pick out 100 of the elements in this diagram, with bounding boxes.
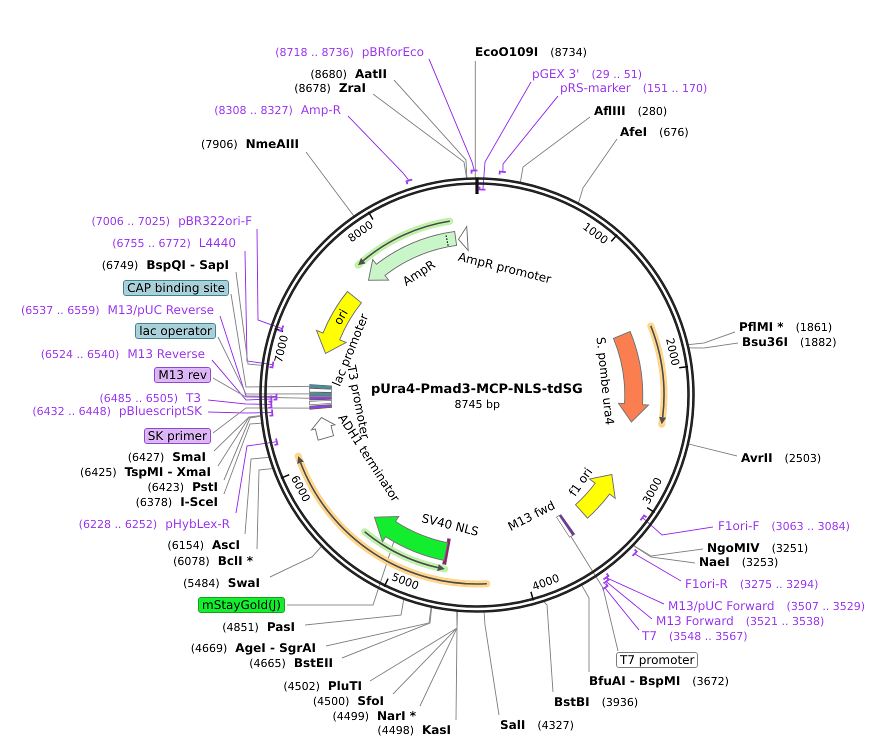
- leader-line: [218, 415, 261, 466]
- enzyme-name: AflIII: [594, 104, 626, 118]
- leader-line: [578, 138, 618, 204]
- position-label: (6537 .. 6559): [20, 304, 100, 318]
- primer-name: Amp-R: [300, 103, 341, 117]
- leader-line: [230, 294, 310, 388]
- leader-line: [244, 250, 274, 366]
- leader-line: [212, 378, 310, 399]
- leader-line: [502, 96, 558, 172]
- position-label: (6485 .. 6505): [99, 392, 178, 406]
- position-label: (3936): [602, 696, 638, 710]
- enzyme-name: NaeI: [699, 555, 730, 569]
- enzyme-name: NgoMIV: [707, 541, 760, 555]
- leader-line: [372, 94, 468, 178]
- position-label: (6427): [128, 451, 164, 465]
- leader-line: [474, 60, 476, 178]
- feature-tag: SK primer: [144, 428, 211, 444]
- enzyme-name: EcoO109I: [475, 45, 538, 59]
- enzyme-name: BfuAI - BspMI: [589, 674, 680, 688]
- enzyme-name: AscI: [212, 538, 240, 552]
- leader-line: [642, 517, 714, 536]
- leader-line: [304, 599, 404, 626]
- leader-line: [633, 545, 704, 557]
- position-label: (4498): [377, 724, 414, 738]
- position-label: (3521 .. 3538): [746, 615, 824, 629]
- position-label: (8734): [550, 46, 587, 60]
- enzyme-name: SwaI: [228, 576, 260, 590]
- primer-name: pBRforEco: [362, 45, 424, 59]
- tick-label: 2000: [663, 336, 682, 367]
- position-label: (4499): [332, 710, 370, 724]
- enzyme-name: PstI: [192, 480, 218, 494]
- position-label: (151 .. 170): [642, 82, 708, 96]
- primer-name: pGEX 3': [532, 67, 580, 81]
- enzyme-name: ZraI: [338, 81, 366, 95]
- feature-tag: CAP binding site: [123, 280, 229, 296]
- primer-name: pBluescriptSK: [118, 404, 202, 418]
- position-label: (6078): [173, 555, 210, 569]
- position-label: (8718 .. 8736): [275, 46, 354, 60]
- position-label: (4851): [222, 621, 259, 635]
- position-label: (6749): [102, 259, 138, 273]
- position-label: (29 .. 51): [591, 68, 642, 82]
- primer-name: M13/pUC Reverse: [108, 303, 214, 317]
- leader-line: [244, 456, 270, 534]
- leader-line: [456, 611, 458, 720]
- tick-label: 3000: [640, 476, 665, 506]
- enzyme-name: Bsu36I: [742, 335, 788, 349]
- leader-line: [214, 415, 261, 452]
- feature-label: f1 ori: [565, 465, 595, 499]
- leader-line: [208, 412, 272, 414]
- tick-label: 4000: [530, 572, 562, 594]
- position-label: (3253): [742, 556, 778, 570]
- plasmid-length: 8745 bp: [454, 398, 500, 412]
- enzyme-name: AgeI - SgrAI: [235, 641, 316, 655]
- leader-line: [688, 332, 736, 346]
- leader-line: [484, 612, 500, 716]
- leader-line: [236, 272, 262, 366]
- position-label: (6154): [167, 539, 204, 553]
- enzyme-name: AatII: [354, 67, 387, 81]
- enzyme-name: KasI: [422, 723, 451, 737]
- primer-name: M13/pUC Forward: [668, 599, 775, 613]
- position-label: (280): [638, 105, 668, 119]
- enzyme-name: SfoI: [357, 694, 384, 708]
- leader-line: [224, 422, 262, 494]
- leader-line: [606, 581, 652, 620]
- leader-line: [306, 152, 354, 216]
- leader-line: [212, 360, 272, 400]
- primer-name: F1ori-R: [685, 577, 728, 591]
- leader-line: [212, 408, 310, 434]
- feature-tag: lac operator: [135, 323, 216, 339]
- primer-name: pRS-marker: [560, 81, 631, 95]
- position-label: (6524 .. 6540): [40, 348, 120, 362]
- enzyme-name: PflMI *: [739, 320, 784, 334]
- position-label: (6378): [136, 496, 172, 510]
- feature-label: M13 fwd: [506, 498, 558, 534]
- primer-name: pBR322ori-F: [178, 214, 252, 228]
- leader-line: [604, 587, 640, 630]
- enzyme-name: BstEII: [294, 656, 333, 670]
- leader-line: [236, 441, 277, 514]
- enzyme-name: NarI *: [377, 709, 416, 723]
- position-label: (4500): [312, 695, 350, 709]
- enzyme-name: TspMI - XmaI: [124, 465, 211, 479]
- position-label: (4502): [283, 680, 320, 694]
- position-label: (8680): [310, 68, 347, 82]
- primer-name: T3: [186, 391, 201, 405]
- feature-tag: mStayGold(J): [198, 597, 285, 613]
- tick-label: 5000: [390, 571, 421, 592]
- feature-tag: T7 promoter: [616, 652, 698, 668]
- position-label: (6425): [80, 466, 117, 480]
- leader-line: [220, 316, 276, 398]
- enzyme-name: I-SceI: [180, 495, 218, 509]
- position-label: (3063 .. 3084): [771, 520, 850, 534]
- primer-name: M13 Reverse: [127, 347, 205, 361]
- primer-name: T7: [642, 629, 657, 643]
- primer-name: F1ori-F: [718, 519, 760, 533]
- leader-line: [256, 228, 282, 330]
- leader-line: [633, 545, 696, 564]
- leader-line: [420, 611, 458, 706]
- enzyme-name: BspQI - SapI: [146, 258, 229, 272]
- enzyme-name: AfeI: [620, 125, 648, 139]
- feature-label: S. pombe ura4: [594, 336, 617, 426]
